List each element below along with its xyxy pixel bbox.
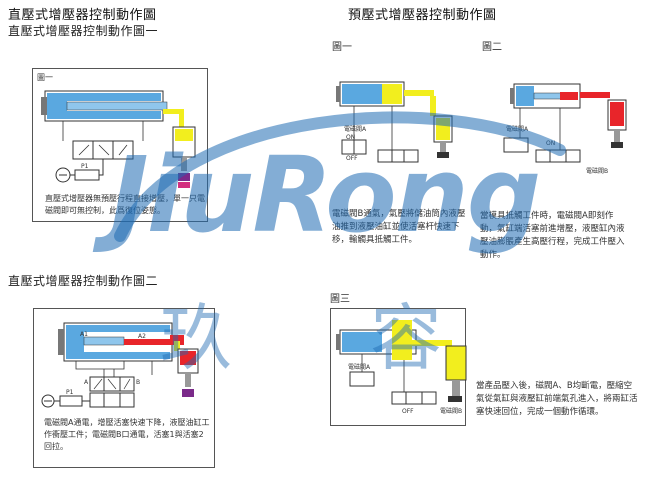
panel-1-fig-label: 圖一 (37, 73, 53, 82)
pre-fig3-valve-label: 電磁閥A (348, 364, 371, 371)
direct-diagram-panel-2: A1 A2 A B P1 電磁閥A通電，增壓活塞快速下降，液壓油缸工作衝壓工件；… (33, 308, 215, 468)
pre-fig1-valve-label: 電磁閥A (344, 126, 367, 133)
direct-sub-title-1: 直壓式增壓器控制動作圖一 (8, 24, 159, 38)
pre-fig1-label: 圖一 (332, 42, 352, 53)
watermark-char-1: 玖 (160, 296, 233, 380)
pre-main-title: 預壓式增壓器控制動作圖 (348, 8, 497, 23)
panel-2-valve-b: B (136, 379, 141, 386)
pre-fig3-valve-label-b: 電磁閥B (440, 408, 463, 415)
panel-2-caption: 電磁閥A通電，增壓活塞快速下降，液壓油缸工作衝壓工件；電磁閥B口通電，活塞1與活… (44, 418, 210, 451)
pre-fig2-valve-label-b: 電磁閥B (586, 168, 609, 175)
pre-fig3-caption: 當產品壓入後，磁閥A、B均斷電，壓縮空氣從氣缸與液壓缸前端氣孔進入，將兩缸活塞快… (476, 381, 638, 417)
panel-2-pump-label: P1 (66, 389, 74, 396)
pre-fig2-label: 圖二 (482, 42, 502, 53)
pre-fig2-on: ON (546, 140, 556, 147)
watermark-char-2: 容 (370, 296, 443, 380)
pre-fig2-valve-label: 電磁閥A (506, 126, 529, 133)
direct-sub-title-2: 直壓式增壓器控制動作圖二 (8, 274, 159, 288)
direct-diagram-2-drawing (41, 322, 199, 408)
watermark-brand: JiuRong (110, 134, 541, 256)
panel-1-pump-label: P1 (81, 163, 89, 170)
direct-main-title: 直壓式增壓器控制動作圖 (8, 8, 157, 23)
pre-fig3-label: 圖三 (330, 294, 350, 305)
panel-2-a1-label: A1 (80, 331, 88, 338)
panel-2-valve-a: A (84, 379, 89, 386)
panel-2-a2-label: A2 (138, 333, 146, 340)
pre-fig3-off: OFF (402, 408, 414, 415)
